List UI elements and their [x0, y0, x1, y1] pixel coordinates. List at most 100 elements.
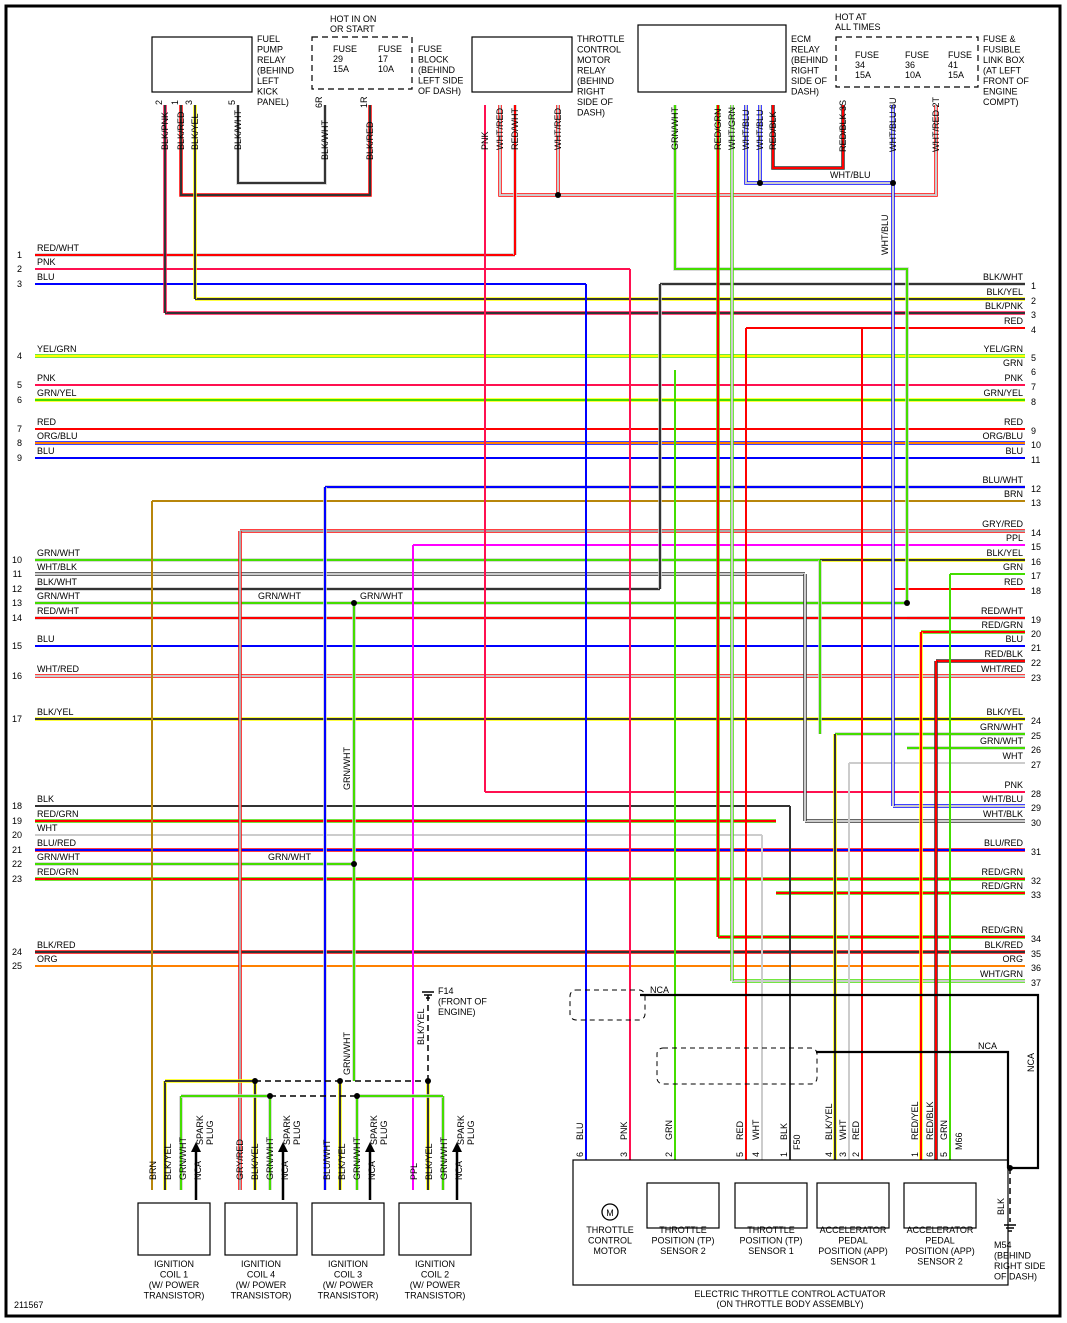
coil-wire-label: GRN/WHT [439, 1137, 449, 1180]
right-wire-label: WHT/BLU [983, 794, 1024, 804]
right-pin-number: 13 [1031, 498, 1041, 508]
actuator-subcomponent-label: PEDAL [925, 1236, 955, 1246]
ignition-coil-4 [398, 1202, 472, 1256]
right-wire-label: RED [1004, 577, 1024, 587]
actuator-pin-number: 6 [925, 1152, 935, 1157]
right-wire-label: GRN/YEL [983, 388, 1023, 398]
fuse-pin-label: 6R [314, 96, 324, 108]
ecm-relay-label: RELAY [791, 45, 820, 55]
actuator-pin-number: 2 [664, 1152, 674, 1157]
left-wire-label: BLU [37, 272, 55, 282]
left-pin-number: 18 [12, 801, 22, 811]
right-pin-number: 21 [1031, 643, 1041, 653]
fuse-label: FUSE [333, 44, 357, 54]
throttle-relay-wire-label: RED/WHT [510, 108, 520, 150]
splice-dot [354, 1093, 360, 1099]
flb-hot-label: HOT AT [835, 12, 867, 22]
right-wire-label: YEL/GRN [983, 344, 1023, 354]
coil-wire-label: BLK/YEL [163, 1143, 173, 1180]
flb-fuse-label: 34 [855, 60, 865, 70]
left-pin-number: 22 [12, 859, 22, 869]
f14-label: F14 [438, 986, 454, 996]
spark-plug-label: SPARK [282, 1115, 292, 1145]
throttle-relay-label: RIGHT [577, 87, 606, 97]
f14-label: (FRONT OF [438, 997, 487, 1007]
coil-wire-label: GRN/WHT [178, 1137, 188, 1180]
actuator-subcomponent-label: POSITION (APP) [818, 1246, 888, 1256]
throttle-relay-wire-label: PNK [480, 131, 490, 150]
right-pin-number: 35 [1031, 949, 1041, 959]
fuse-block-label: BLOCK [418, 55, 449, 65]
left-pin-number: 12 [12, 584, 22, 594]
actuator-subcomponent-label: POSITION (TP) [652, 1236, 715, 1246]
right-wire-label: WHT [1003, 751, 1024, 761]
left-wire-label: GRN/YEL [37, 388, 77, 398]
ecm-relay-label: SIDE OF [791, 76, 828, 86]
right-wire-label: RED/WHT [981, 606, 1023, 616]
actuator-subcomponent-label: ACCELERATOR [907, 1225, 974, 1235]
right-pin-number: 22 [1031, 658, 1041, 668]
fuse-block-label: FUSE [418, 44, 442, 54]
right-wire-label: BLK/YEL [986, 548, 1023, 558]
fuel-pump-relay-wire-label: BLK/PNK [160, 112, 170, 150]
throttle-relay-wire-label: WHT/RED [553, 108, 563, 150]
actuator-wire-label: RED [851, 1120, 861, 1140]
left-pin-number: 10 [12, 555, 22, 565]
right-wire-label: BLU/RED [984, 838, 1024, 848]
flb-fuse-label: FUSE [855, 50, 879, 60]
ignition-coil-label: IGNITION [415, 1259, 455, 1269]
right-pin-number: 7 [1031, 382, 1036, 392]
right-pin-number: 3 [1031, 310, 1036, 320]
left-pin-number: 23 [12, 874, 22, 884]
left-wire-label: BLK/RED [37, 940, 76, 950]
actuator-wire-label: WHT [751, 1119, 761, 1140]
throttle-relay-label: RELAY [577, 66, 606, 76]
v-ecm-6 [772, 105, 844, 169]
fuel-pump-relay-label: (BEHIND [257, 66, 295, 76]
fuel-pump-relay-label: LEFT [257, 76, 280, 86]
right-pin-number: 32 [1031, 876, 1041, 886]
spark-plug-arrow-icon [191, 1142, 201, 1152]
ground-icon [1004, 1224, 1016, 1232]
fuel-pump-relay-label: PUMP [257, 45, 283, 55]
diagram-id: 211567 [14, 1300, 43, 1310]
coil-wire-label: BLU/WHT [322, 1139, 332, 1180]
flb-fuse-label: FUSE [905, 50, 929, 60]
right-pin-number: 1 [1031, 281, 1036, 291]
mid-wire-label: GRN/WHT [360, 591, 403, 601]
actuator-wire-label: RED [735, 1120, 745, 1140]
actuator-pin-number: 4 [824, 1152, 834, 1157]
wires-layer [35, 105, 1025, 1190]
ecm-relay-wire-label: RED/GRN [713, 108, 723, 150]
ecm-relay-wire-label: RED/BLK [768, 111, 778, 150]
flb-label: FRONT OF [983, 76, 1029, 86]
left-wire-label: BLK/WHT [37, 577, 78, 587]
left-wire-label: BLU [37, 446, 55, 456]
fuse-block [311, 36, 413, 90]
v-ecm-7-tracer [673, 105, 909, 603]
actuator-wire-label: WHT [838, 1119, 848, 1140]
motor-glyph: M [606, 1208, 614, 1218]
flb-fuse-label: FUSE [948, 50, 972, 60]
m54-label: OF DASH) [994, 1272, 1037, 1282]
actuator-wire-label: RED/YEL [910, 1101, 920, 1140]
right-wire-label: BLU/WHT [983, 475, 1024, 485]
nca-shield-wire [640, 993, 1040, 1170]
labels-layer: 1RED/WHT2PNK3BLU4YEL/GRN5PNK6GRN/YEL7RED… [12, 12, 1045, 1309]
fuel-pump-relay-label: RELAY [257, 55, 286, 65]
actuator-wire-label: BLK [779, 1123, 789, 1140]
ignition-coil-2 [224, 1202, 298, 1256]
actuator-subcomponent-label: SENSOR 1 [830, 1257, 876, 1267]
actuator-pin-number: 6 [575, 1152, 585, 1157]
splice-dot [267, 1093, 273, 1099]
right-wire-label: RED/BLK [984, 649, 1023, 659]
throttle-relay-wire-label: WHT/RED [495, 108, 505, 150]
fuel-pump-relay-wire-label: BLK/WHT [233, 109, 243, 150]
right-pin-number: 11 [1031, 455, 1040, 465]
right-pin-number: 4 [1031, 325, 1036, 335]
left-pin-number: 5 [17, 380, 22, 390]
left-pin-number: 3 [17, 279, 22, 289]
throttle-relay-label: SIDE OF [577, 97, 614, 107]
components-layer: M [137, 24, 1040, 1286]
flb-wire-label: WHT/RED 2T [931, 97, 941, 153]
